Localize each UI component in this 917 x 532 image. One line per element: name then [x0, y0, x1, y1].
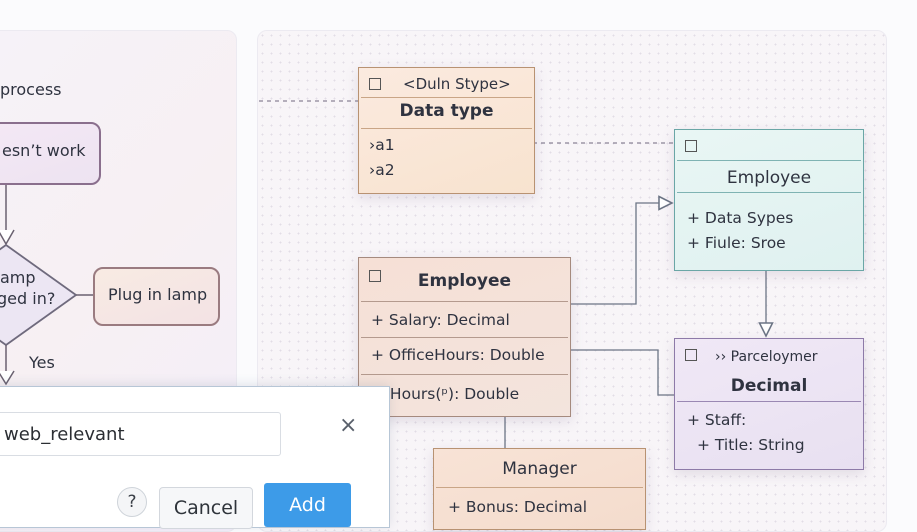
class-collapse-icon[interactable] [369, 270, 381, 282]
uml-class-decimal[interactable]: ›› Parceloymer Decimal + Staff: + Title:… [674, 338, 864, 470]
class-attribute: + Salary: Decimal [371, 311, 510, 329]
decision-text-line1: amp [0, 268, 36, 287]
class-divider [361, 97, 532, 98]
class-title: Employee [726, 168, 812, 188]
class-attribute: ›a1 [369, 136, 395, 154]
class-title: Data type [399, 101, 494, 121]
class-stereotype: <Duln Stype> [403, 75, 511, 93]
class-title: Manager [502, 459, 577, 479]
flow-arrowhead [0, 370, 15, 386]
close-icon[interactable]: × [339, 413, 358, 438]
class-collapse-icon[interactable] [685, 140, 697, 152]
class-collapse-icon[interactable] [685, 349, 697, 361]
class-attribute: + Data Sypes [687, 209, 794, 227]
class-title: Employee [417, 271, 512, 291]
flow-action-node[interactable]: Plug in lamp [93, 267, 220, 326]
uml-class-manager[interactable]: Manager + Bonus: Decimal [433, 448, 646, 530]
class-attribute: + Title: String [697, 436, 805, 454]
flow-problem-node[interactable]: esn’t work [0, 122, 101, 185]
flow-arrowhead [0, 229, 15, 246]
name-input[interactable] [0, 412, 281, 456]
class-divider [361, 374, 568, 375]
help-icon[interactable]: ? [117, 487, 147, 517]
inheritance-connector [569, 203, 672, 305]
decision-text-line2: ged in? [0, 289, 56, 308]
association-connector [569, 349, 674, 396]
class-divider [361, 337, 568, 338]
class-attribute: CallHours(ᵖ): Double [361, 385, 520, 403]
class-stereotype: ›› Parceloymer [715, 349, 818, 365]
cancel-button[interactable]: Cancel [159, 487, 253, 529]
uml-class-datatype[interactable]: <Duln Stype> Data type ›a1 ›a2 [358, 67, 535, 194]
add-item-dialog: × ? Cancel Add [0, 386, 390, 529]
class-divider [361, 301, 568, 302]
flow-action-text: Plug in lamp [108, 285, 208, 304]
class-divider [436, 487, 643, 488]
class-divider [677, 192, 861, 193]
class-attribute: + OfficeHours: Double [371, 346, 545, 364]
class-attribute: + Bonus: Decimal [448, 498, 588, 516]
uml-class-employee[interactable]: Employee + Salary: Decimal + OfficeHours… [358, 257, 571, 417]
class-attribute: + Staff: [687, 411, 747, 429]
class-divider [677, 160, 861, 161]
class-attribute: ›a2 [369, 161, 395, 179]
uml-class-employee-right[interactable]: Employee + Data Sypes + Fiule: Sroe [674, 129, 864, 271]
diagram-connectors [0, 100, 917, 448]
flow-problem-text: esn’t work [2, 141, 86, 160]
class-divider [361, 128, 532, 129]
add-button[interactable]: Add [264, 483, 351, 527]
flow-yes-label: Yes [29, 353, 55, 372]
class-title: Decimal [730, 376, 808, 396]
class-collapse-icon[interactable] [369, 78, 381, 90]
class-attribute: + Fiule: Sroe [687, 234, 786, 252]
class-divider [677, 401, 861, 402]
flow-start-label: process [0, 80, 62, 99]
